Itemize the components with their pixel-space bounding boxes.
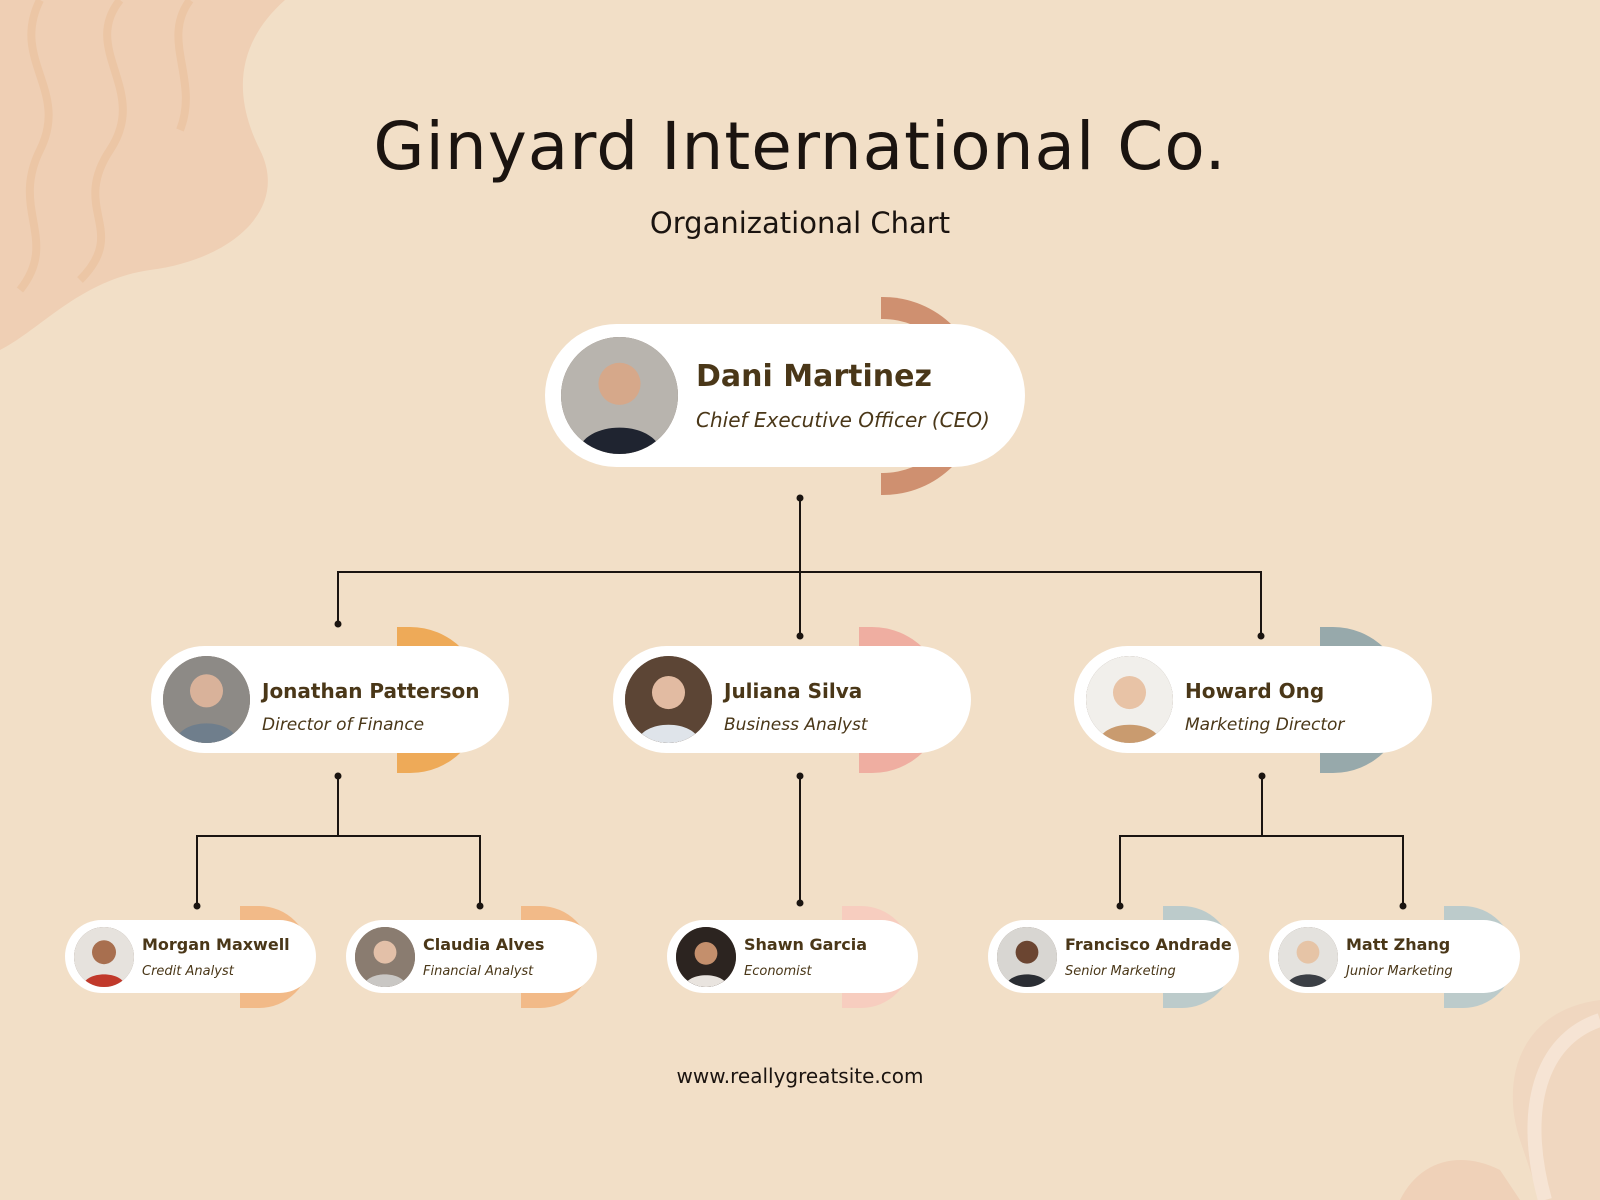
manager-card-finance: Jonathan Patterson Director of Finance [151,627,531,773]
avatar [163,656,250,743]
avatar [74,927,134,987]
staff-name: Francisco Andrade [1065,935,1232,954]
manager-role: Director of Finance [262,715,425,735]
staff-role: Credit Analyst [142,964,234,979]
manager-name: Jonathan Patterson [262,679,480,703]
avatar [1086,656,1173,743]
chart-subtitle: Organizational Chart [649,206,951,240]
staff-card: Shawn Garcia Economist [667,906,935,1008]
website-link[interactable]: www.reallygreatsite.com [676,1064,924,1088]
staff-role: Financial Analyst [423,964,534,979]
avatar [625,656,712,743]
avatar [355,927,415,987]
manager-role: Business Analyst [724,715,868,735]
company-title: Ginyard International Co. [373,108,1227,185]
staff-card: Claudia Alves Financial Analyst [346,906,614,1008]
staff-name: Matt Zhang [1346,935,1451,954]
avatar [997,927,1057,987]
ceo-role: Chief Executive Officer (CEO) [696,408,990,432]
manager-card-marketing: Howard Ong Marketing Director [1074,627,1454,773]
ceo-name: Dani Martinez [696,359,932,394]
staff-card: Matt Zhang Junior Marketing [1269,906,1537,1008]
manager-card-business: Juliana Silva Business Analyst [613,627,993,773]
manager-name: Juliana Silva [724,679,863,703]
staff-role: Junior Marketing [1346,964,1453,979]
avatar [676,927,736,987]
avatar [561,337,678,454]
staff-role: Economist [744,964,812,979]
avatar [1278,927,1338,987]
staff-card: Morgan Maxwell Credit Analyst [65,906,333,1008]
ceo-card: Dani Martinez Chief Executive Officer (C… [545,297,1057,495]
manager-role: Marketing Director [1185,715,1345,735]
staff-role: Senior Marketing [1065,964,1176,979]
manager-name: Howard Ong [1185,679,1325,703]
staff-card: Francisco Andrade Senior Marketing [988,906,1256,1008]
staff-name: Claudia Alves [423,935,545,954]
staff-name: Shawn Garcia [744,935,868,954]
staff-name: Morgan Maxwell [142,935,290,954]
